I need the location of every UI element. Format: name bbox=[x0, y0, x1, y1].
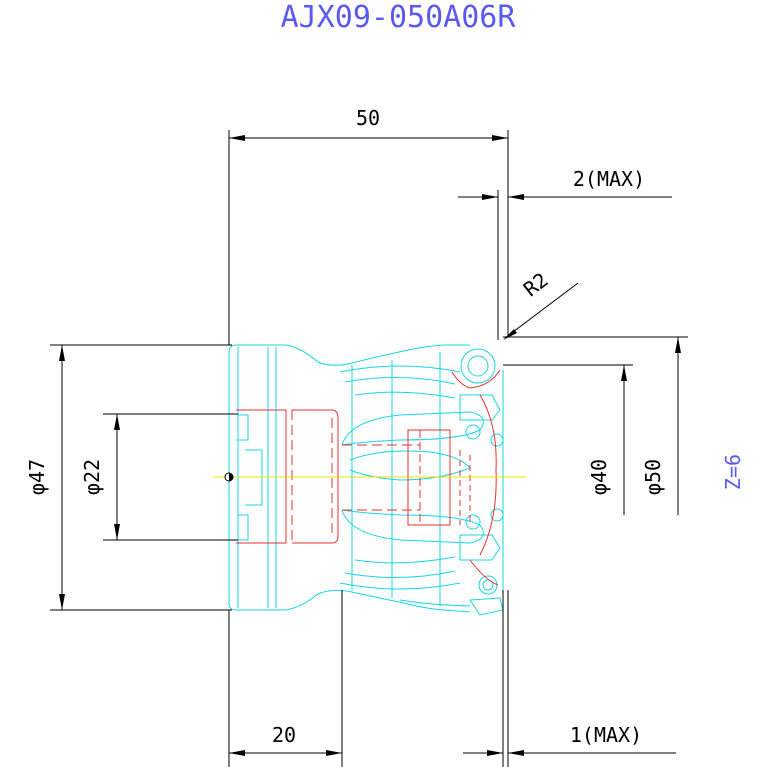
dim-length-20: 20 bbox=[272, 723, 296, 747]
dim-dia-40: φ40 bbox=[587, 459, 611, 495]
dim-dia-47: φ47 bbox=[25, 459, 49, 495]
dim-dia-22: φ22 bbox=[80, 459, 104, 495]
dim-dia-50: φ50 bbox=[641, 459, 665, 495]
teeth-count: Z=6 bbox=[721, 454, 745, 490]
dim-length-50: 50 bbox=[356, 106, 380, 130]
dim-max-2: 2(MAX) bbox=[573, 167, 645, 191]
cutter-body bbox=[228, 344, 504, 616]
dimension-lines bbox=[50, 130, 688, 767]
dim-max-1: 1(MAX) bbox=[570, 723, 642, 747]
dim-radius-r2: R2 bbox=[519, 268, 553, 302]
drawing-title: AJX09-050A06R bbox=[281, 0, 517, 35]
